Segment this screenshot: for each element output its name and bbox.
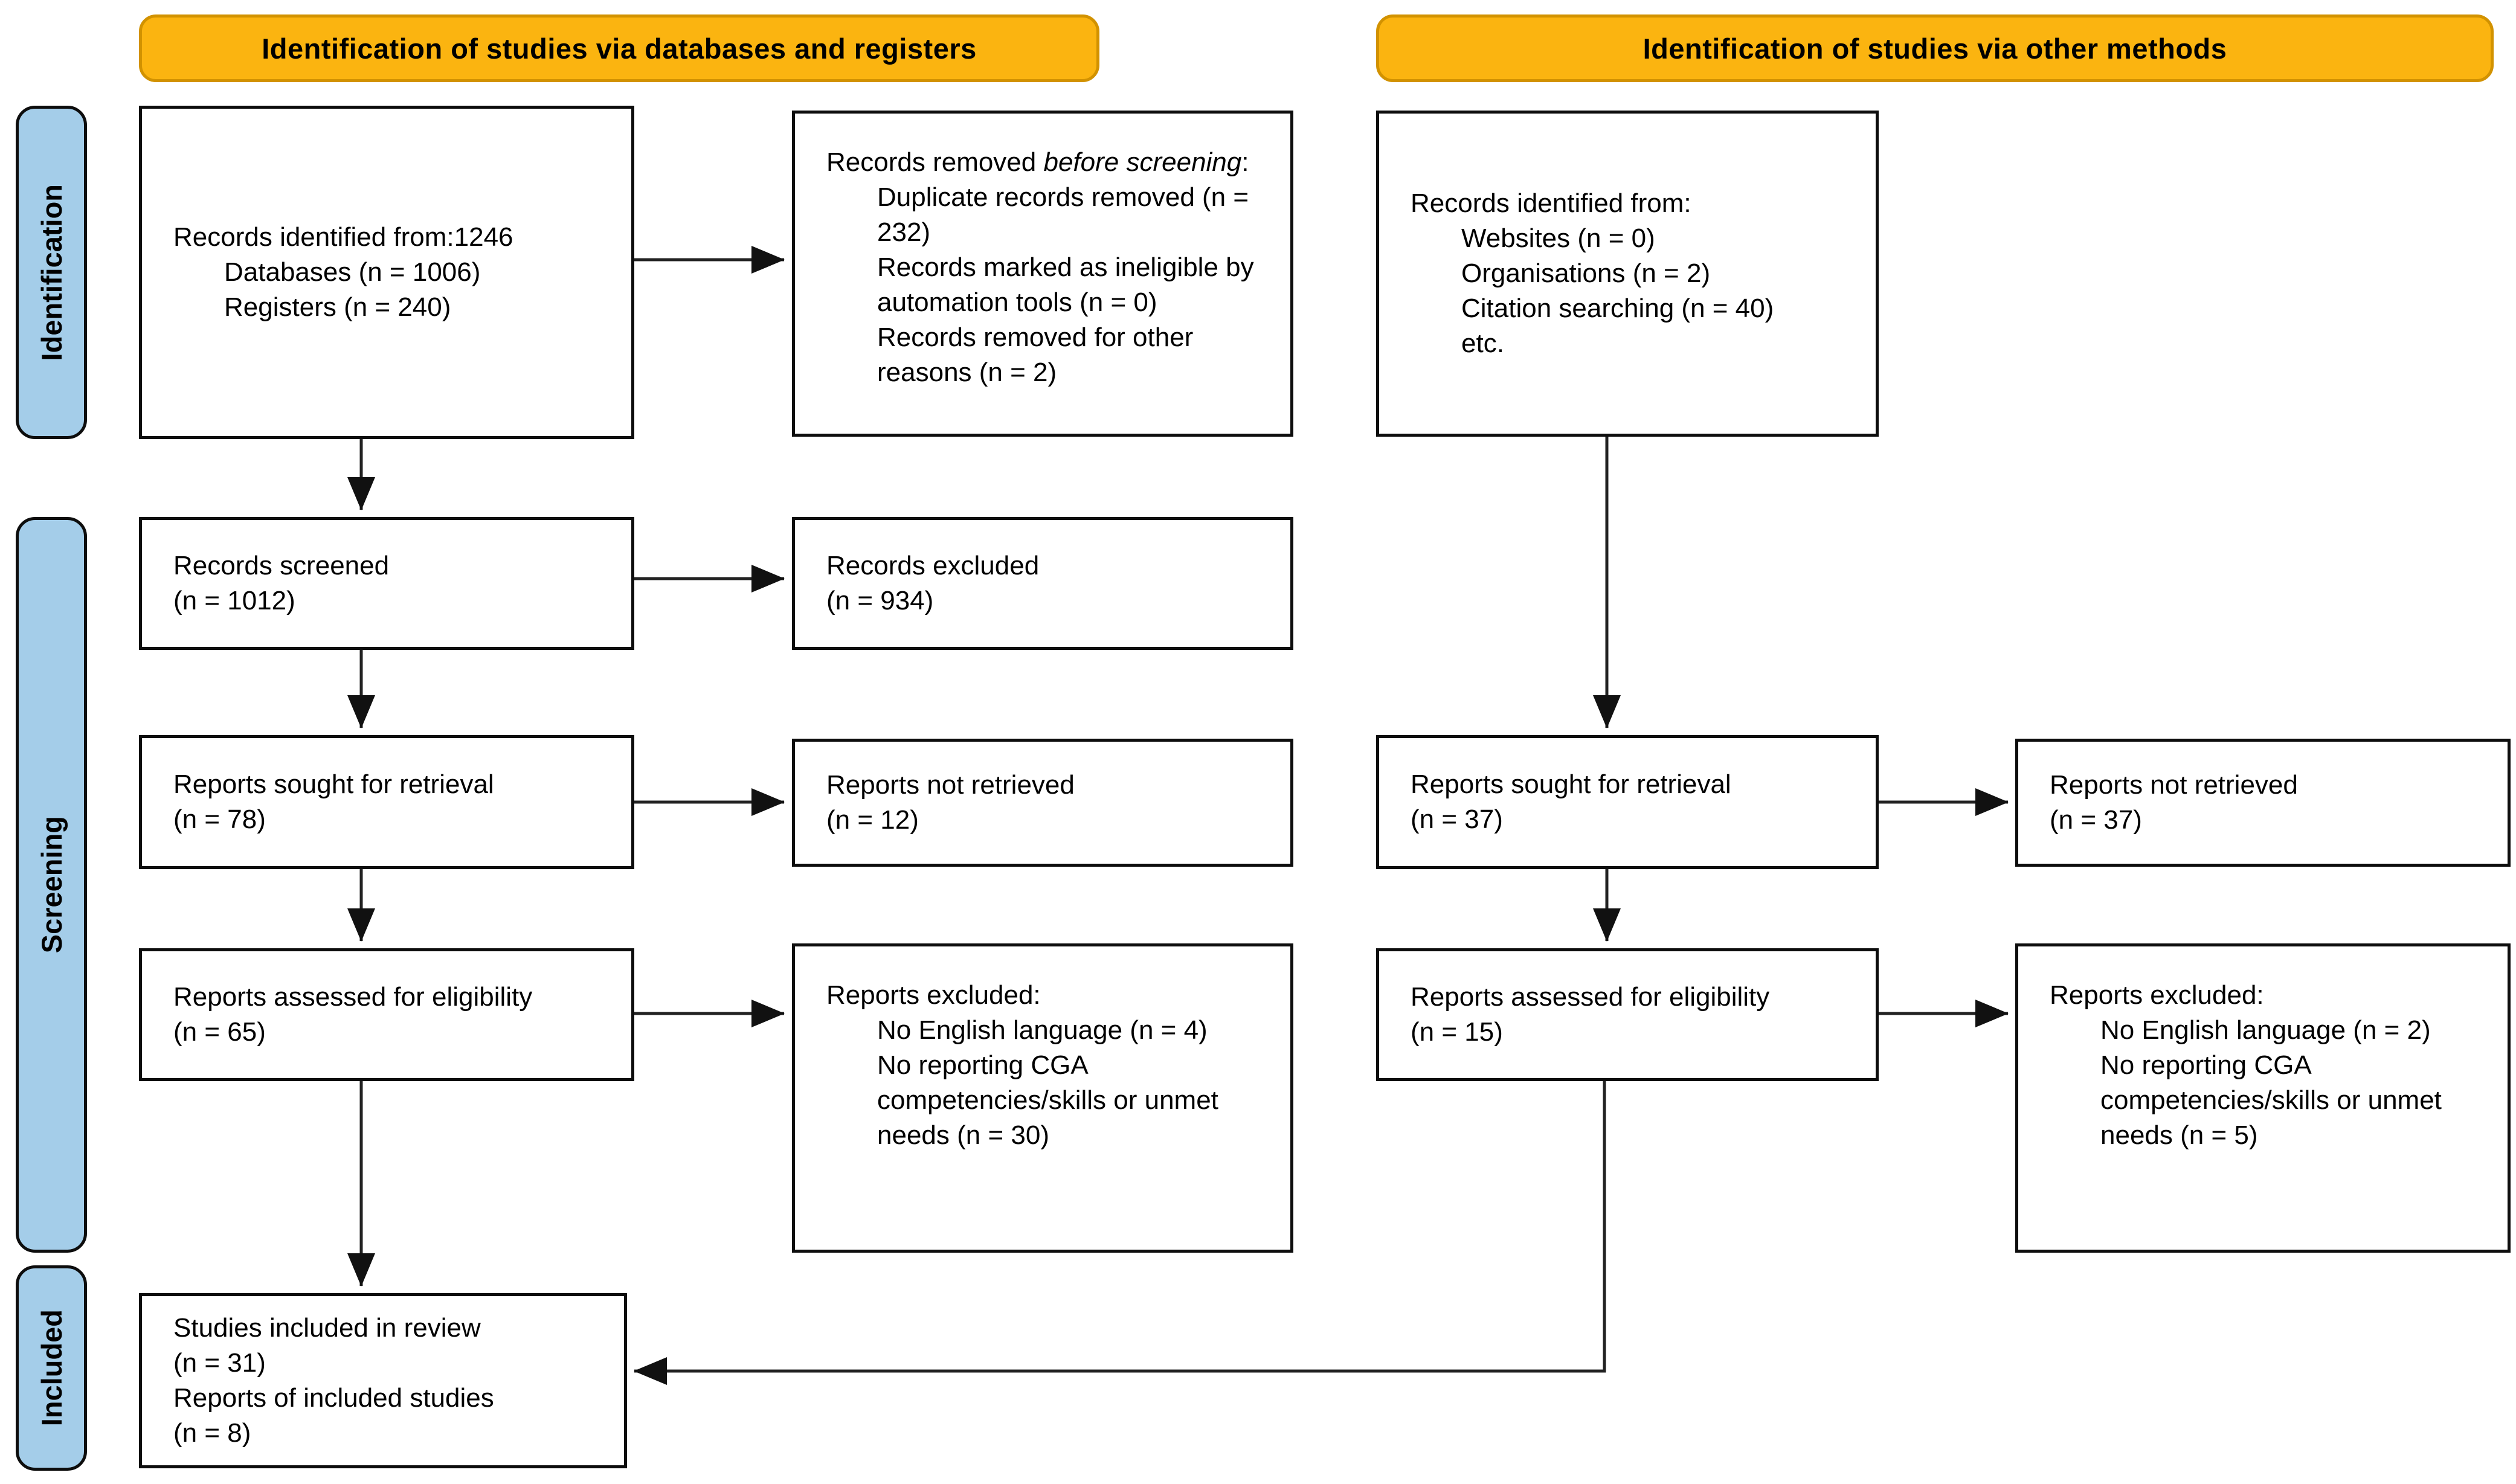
- box-line: (n = 15): [1411, 1017, 1503, 1047]
- box-line: Records identified from:: [1411, 188, 1691, 218]
- box-line: Records identified from:1246: [173, 222, 513, 252]
- box-line: Duplicate records removed (n = 232): [877, 182, 1249, 248]
- box-line: No reporting CGA competencies/skills or …: [2100, 1050, 2442, 1151]
- box-reports-assessed-other: Reports assessed for eligibility (n = 15…: [1376, 948, 1879, 1081]
- banner-other-methods-label: Identification of studies via other meth…: [1642, 32, 2227, 65]
- sidebar-included: Included: [16, 1265, 87, 1471]
- banner-databases-registers-label: Identification of studies via databases …: [262, 32, 977, 65]
- box-reports-not-retrieved-other: Reports not retrieved (n = 37): [2015, 739, 2511, 867]
- box-line: (n = 934): [826, 586, 934, 615]
- box-line: Records excluded: [826, 550, 1040, 580]
- box-line: Studies included in review: [173, 1312, 481, 1343]
- box-line: No English language (n = 2): [2100, 1015, 2431, 1046]
- box-line: No English language (n = 4): [877, 1015, 1208, 1046]
- box-reports-sought-databases: Reports sought for retrieval (n = 78): [139, 735, 634, 869]
- box-line: Records removed for other reasons (n = 2…: [877, 323, 1194, 388]
- box-line: etc.: [1461, 329, 1504, 359]
- box-line: Reports excluded:: [2050, 980, 2264, 1010]
- box-line: No reporting CGA competencies/skills or …: [877, 1050, 1218, 1151]
- box-line: Databases (n = 1006): [224, 257, 481, 287]
- box-line: (n = 37): [2050, 805, 2142, 835]
- box-line: (n = 65): [173, 1017, 266, 1047]
- sidebar-identification: Identification: [16, 106, 87, 439]
- box-line: (n = 1012): [173, 586, 295, 615]
- box-records-screened: Records screened (n = 1012): [139, 517, 634, 650]
- sidebar-identification-label: Identification: [35, 184, 68, 361]
- box-reports-not-retrieved-databases: Reports not retrieved (n = 12): [792, 739, 1293, 867]
- box-line: (n = 12): [826, 805, 919, 835]
- banner-databases-registers: Identification of studies via databases …: [139, 14, 1099, 82]
- box-reports-excluded-other: Reports excluded: No English language (n…: [2015, 943, 2511, 1253]
- box-line: Registers (n = 240): [224, 292, 451, 323]
- box-records-identified-other: Records identified from: Websites (n = 0…: [1376, 111, 1879, 437]
- box-line: Reports not retrieved: [2050, 769, 2298, 800]
- box-reports-assessed-databases: Reports assessed for eligibility (n = 65…: [139, 948, 634, 1081]
- box-line: (n = 37): [1411, 805, 1503, 834]
- banner-other-methods: Identification of studies via other meth…: [1376, 14, 2494, 82]
- box-reports-sought-other: Reports sought for retrieval (n = 37): [1376, 735, 1879, 869]
- box-line: Organisations (n = 2): [1461, 258, 1711, 288]
- sidebar-screening: Screening: [16, 517, 87, 1253]
- box-line: Records removed before screening:: [826, 147, 1249, 177]
- box-records-identified-databases: Records identified from:1246 Databases (…: [139, 106, 634, 439]
- box-line: Reports excluded:: [826, 980, 1041, 1010]
- sidebar-included-label: Included: [35, 1309, 68, 1427]
- box-line: (n = 31): [173, 1347, 266, 1378]
- box-reports-excluded-databases: Reports excluded: No English language (n…: [792, 943, 1293, 1253]
- box-records-excluded: Records excluded (n = 934): [792, 517, 1293, 650]
- box-line: Reports assessed for eligibility: [1411, 981, 1770, 1012]
- box-line: Reports assessed for eligibility: [173, 981, 533, 1012]
- box-line: Records screened: [173, 550, 390, 580]
- box-line: Websites (n = 0): [1461, 223, 1655, 253]
- box-line: Records marked as ineligible by automati…: [877, 252, 1254, 318]
- box-records-removed-before-screening: Records removed before screening: Duplic…: [792, 111, 1293, 437]
- box-studies-included: Studies included in review (n = 31) Repo…: [139, 1293, 627, 1468]
- box-line: Reports sought for retrieval: [173, 769, 494, 799]
- box-line: Reports of included studies: [173, 1383, 494, 1413]
- sidebar-screening-label: Screening: [35, 816, 68, 954]
- box-line: Citation searching (n = 40): [1461, 294, 1774, 324]
- box-line: Reports not retrieved: [826, 769, 1075, 800]
- box-line: (n = 8): [173, 1418, 251, 1448]
- box-line: (n = 78): [173, 805, 266, 834]
- box-line: Reports sought for retrieval: [1411, 769, 1731, 799]
